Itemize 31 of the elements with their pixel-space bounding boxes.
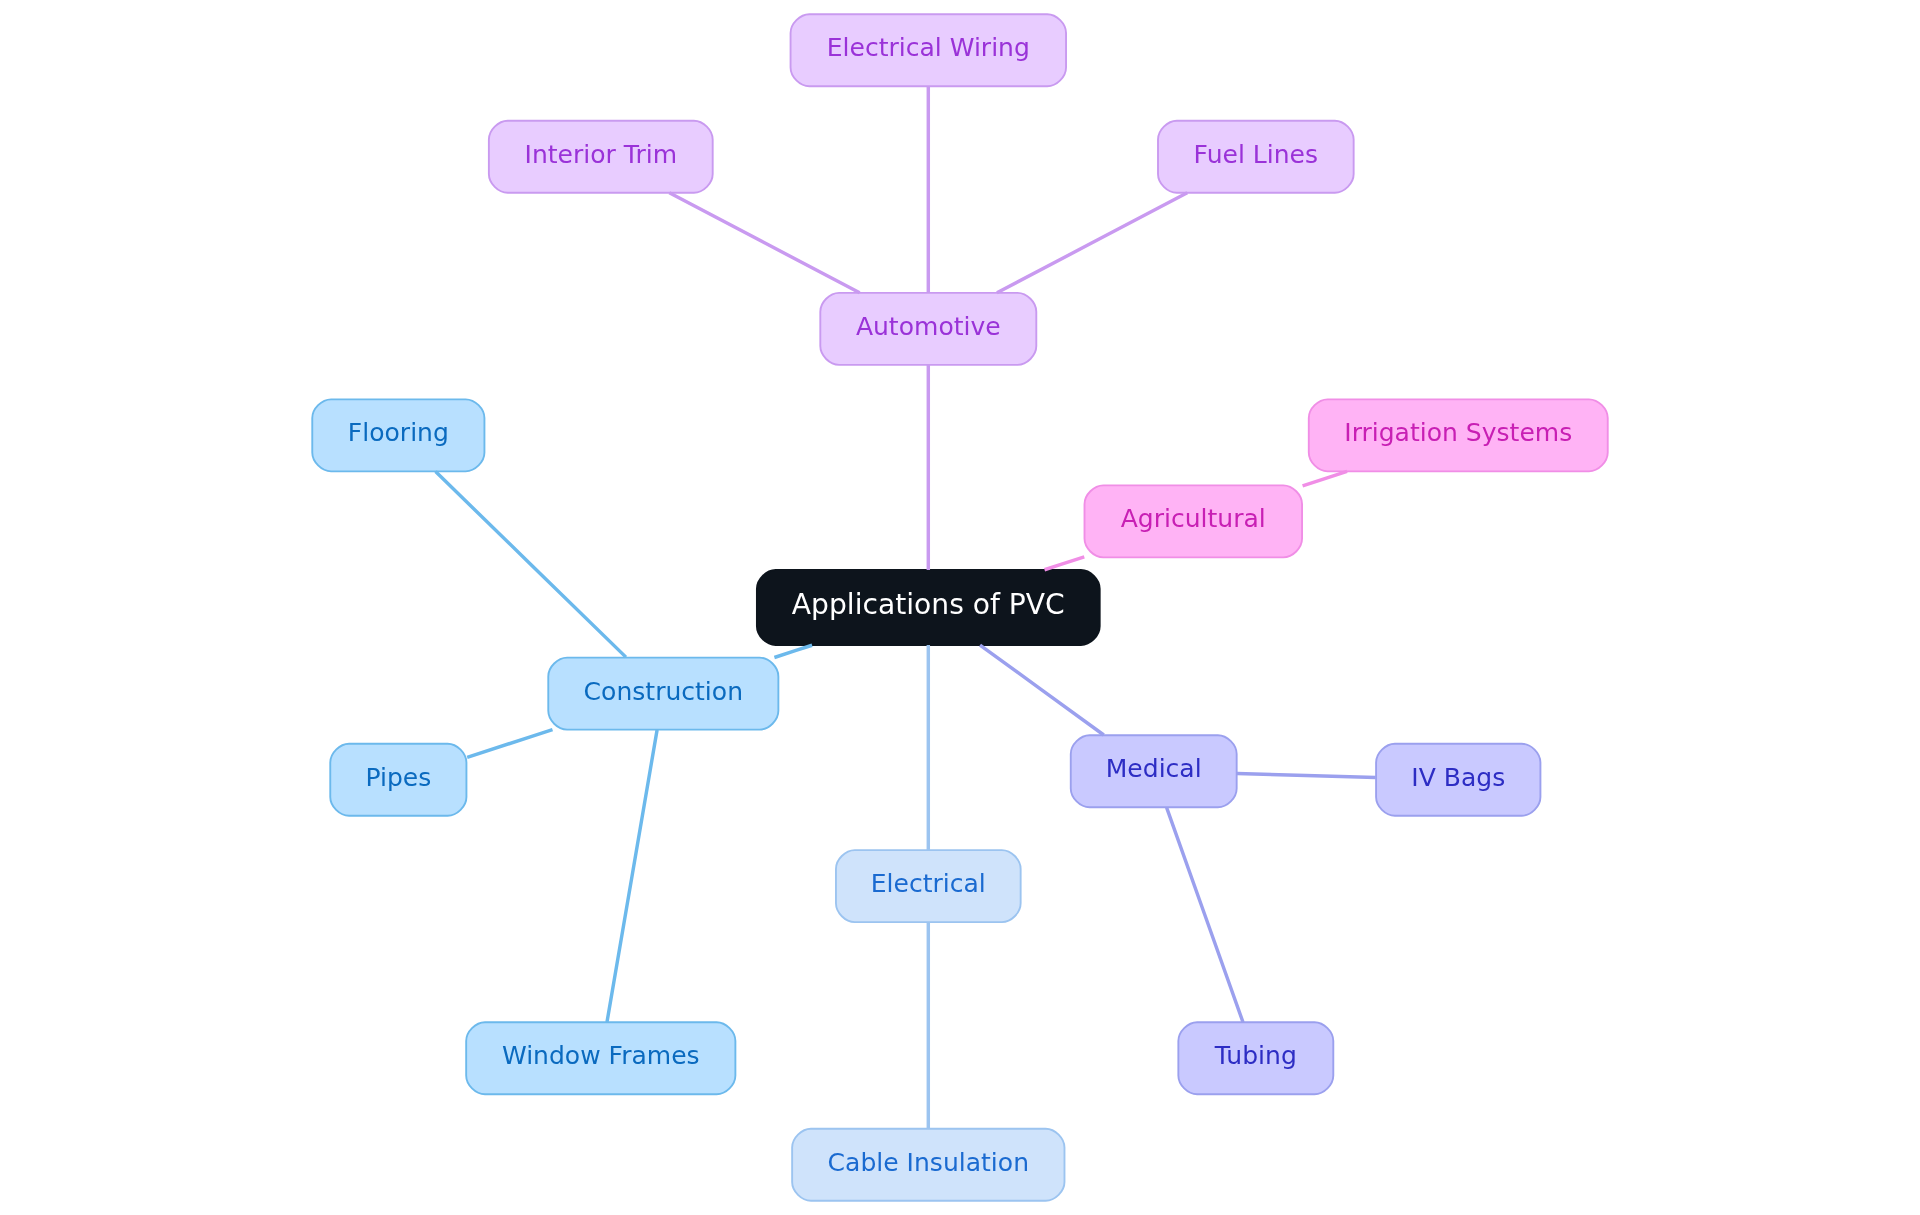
node-box: Automotive xyxy=(819,291,1038,366)
node-box: Fuel Lines xyxy=(1157,119,1355,194)
node-box: Flooring xyxy=(311,398,486,473)
connector xyxy=(668,191,861,295)
node-box: Cable Insulation xyxy=(791,1127,1066,1202)
node-box: Pipes xyxy=(329,742,468,817)
node-box: Medical xyxy=(1069,734,1238,809)
connector xyxy=(773,643,813,660)
node-box: Agricultural xyxy=(1083,484,1303,559)
node-box: IV Bags xyxy=(1375,742,1542,817)
connector xyxy=(434,470,628,659)
node-box: Window Frames xyxy=(465,1021,737,1096)
connector xyxy=(926,922,930,1129)
connector xyxy=(1044,555,1085,572)
connector xyxy=(1236,771,1376,780)
connector xyxy=(926,365,930,570)
node-box: Irrigation Systems xyxy=(1307,398,1609,473)
connector xyxy=(1302,469,1348,488)
connector xyxy=(926,645,930,850)
node-box: Electrical xyxy=(835,849,1022,924)
connector xyxy=(926,86,930,293)
node-box: Interior Trim xyxy=(487,119,714,194)
node-box: Construction xyxy=(547,656,780,731)
connector xyxy=(466,727,554,759)
node-box: Electrical Wiring xyxy=(789,13,1067,88)
connector xyxy=(1165,807,1245,1023)
node-box: Tubing xyxy=(1177,1021,1335,1096)
connector xyxy=(979,643,1105,737)
connector xyxy=(605,729,659,1023)
connector xyxy=(996,191,1189,295)
node-box: Applications of PVC xyxy=(755,569,1101,646)
